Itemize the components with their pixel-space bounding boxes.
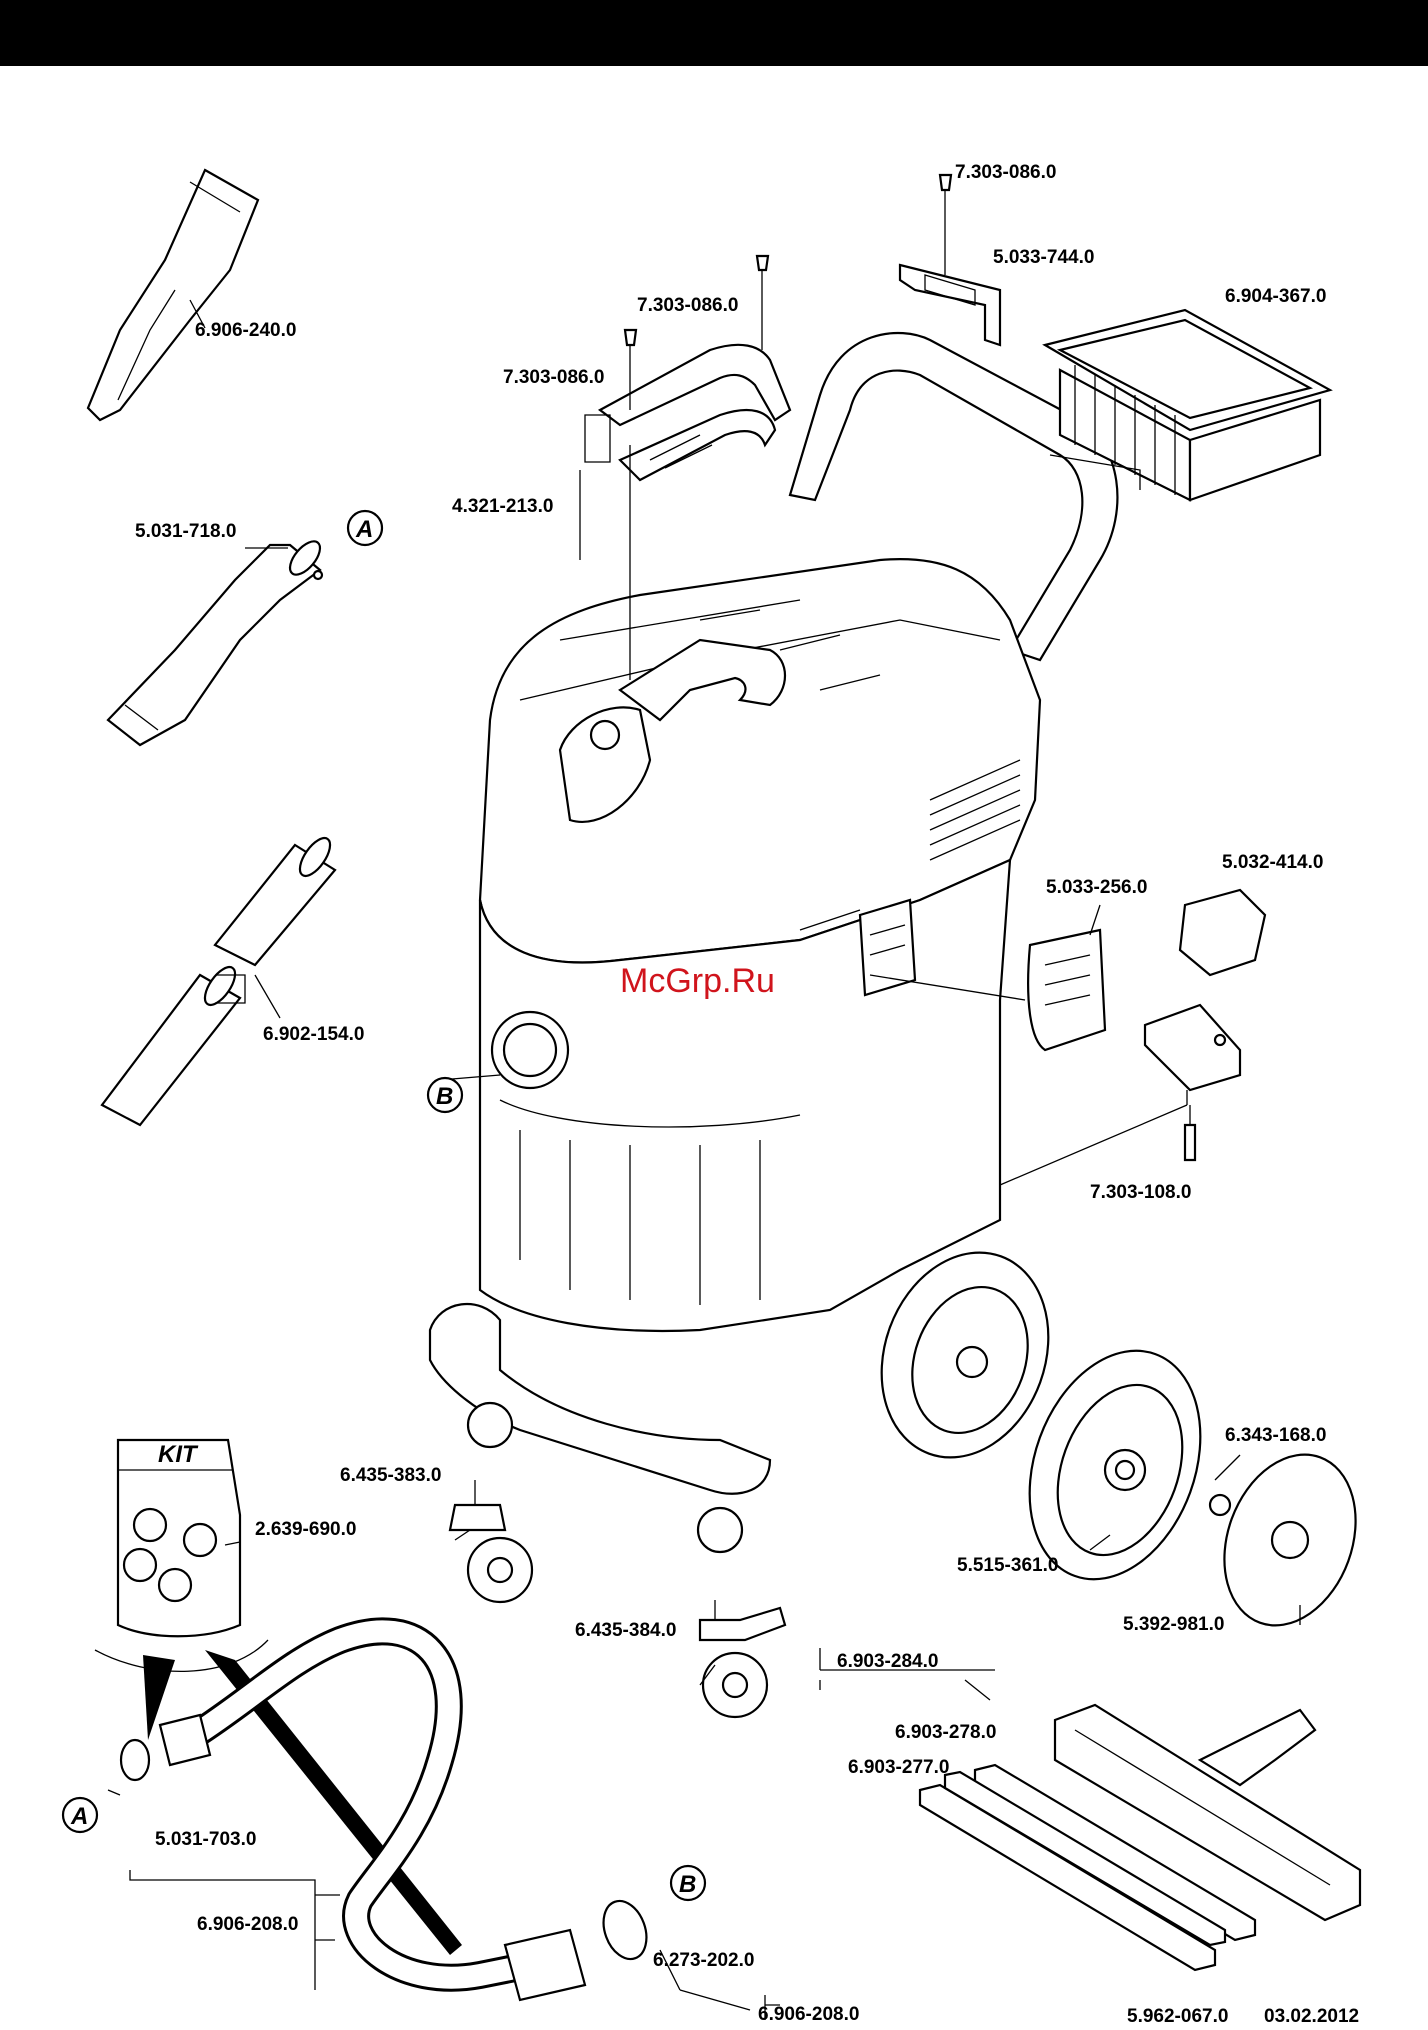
bent-tube-icon — [106, 540, 324, 747]
part-label: 5.031-703.0 — [155, 1829, 256, 1850]
part-label: 5.033-744.0 — [993, 247, 1094, 268]
part-label: 7.303-086.0 — [955, 162, 1056, 183]
part-labels: 7.303-086.0 5.033-744.0 6.904-367.0 7.30… — [135, 162, 1326, 2025]
filter-cassette-icon — [1042, 308, 1333, 502]
hose-holder-icon — [1143, 888, 1267, 1162]
part-label: 6.903-278.0 — [895, 1722, 996, 1743]
part-label: 7.303-108.0 — [1090, 1182, 1191, 1203]
part-label: 5.033-256.0 — [1046, 877, 1147, 898]
doc-number: 5.962-067.0 — [1127, 2006, 1228, 2027]
part-label: 6.904-367.0 — [1225, 286, 1326, 307]
part-label: 6.435-384.0 — [575, 1620, 676, 1641]
part-label: 5.031-718.0 — [135, 521, 236, 542]
part-label: 5.032-414.0 — [1222, 852, 1323, 873]
part-label: 6.906-208.0 — [758, 2004, 859, 2025]
part-label: 4.321-213.0 — [452, 496, 553, 517]
extension-tube-icon — [100, 836, 337, 1127]
part-label: 5.515-361.0 — [957, 1555, 1058, 1576]
wheel-icon — [1028, 1349, 1357, 1627]
leader-lines — [107, 414, 1301, 2020]
filter-clip-icon — [898, 173, 1002, 347]
part-label: 6.902-154.0 — [263, 1024, 364, 1045]
caster-icon — [448, 1480, 787, 1719]
part-label: 6.906-240.0 — [195, 320, 296, 341]
header-bar — [0, 0, 1428, 66]
callout-b-body: B — [426, 1076, 464, 1114]
part-label: 6.273-202.0 — [653, 1950, 754, 1971]
part-label: 7.303-086.0 — [637, 295, 738, 316]
svg-text:B: B — [436, 1083, 453, 1110]
callout-b-bottom: B — [669, 1864, 707, 1902]
doc-date: 03.02.2012 — [1264, 2006, 1359, 2027]
svg-text:B: B — [679, 1871, 696, 1898]
svg-text:A: A — [355, 516, 373, 543]
cover-flap-icon — [1027, 928, 1107, 1052]
part-label: 5.392-981.0 — [1123, 1614, 1224, 1635]
part-label: 6.903-277.0 — [848, 1757, 949, 1778]
part-label: 6.435-383.0 — [340, 1465, 441, 1486]
svg-text:A: A — [70, 1803, 88, 1830]
kit-label: KIT — [158, 1441, 199, 1468]
callout-a-top: A — [346, 509, 384, 547]
vacuum-body-icon — [428, 331, 1119, 1554]
suction-hose-icon — [119, 1617, 648, 2002]
part-label: 2.639-690.0 — [255, 1519, 356, 1540]
part-label: 6.903-284.0 — [837, 1651, 938, 1672]
part-label: 7.303-086.0 — [503, 367, 604, 388]
handle-parts-icon — [597, 254, 792, 482]
watermark: McGrp.Ru — [620, 962, 775, 1000]
kit-bag-icon: KIT — [94, 1438, 462, 1955]
floor-nozzle-icon — [918, 1703, 1362, 1972]
part-label: 6.343-168.0 — [1225, 1425, 1326, 1446]
callout-a-bottom: A — [61, 1796, 99, 1834]
part-label: 6.906-208.0 — [197, 1914, 298, 1935]
crevice-nozzle-icon — [86, 168, 260, 422]
